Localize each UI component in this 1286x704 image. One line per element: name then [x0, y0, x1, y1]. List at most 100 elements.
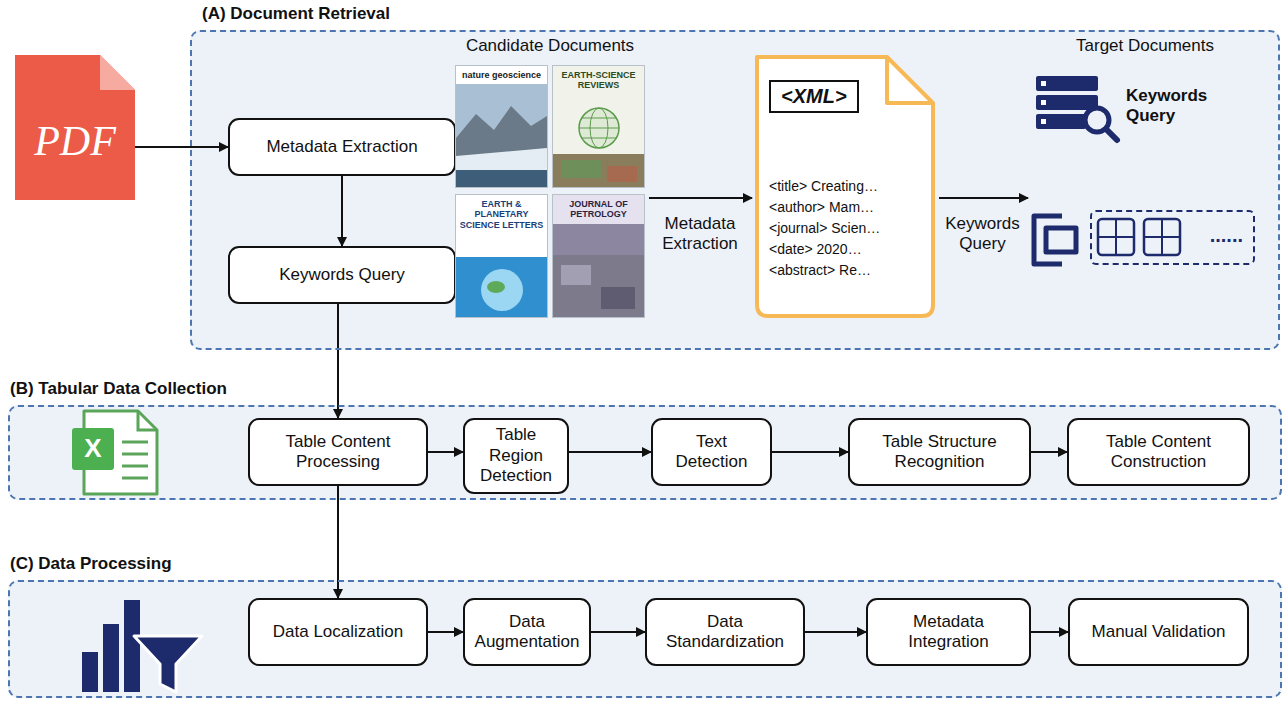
process-box: Keywords Query: [228, 246, 456, 304]
journal-title: JOURNAL OF PETROLOGY: [553, 195, 644, 224]
stage-panel: (B) Tabular Data CollectionTable Content…: [8, 405, 1282, 500]
table-icon: [1144, 219, 1180, 255]
process-box: Metadata Integration: [866, 598, 1031, 666]
stage-panel: (A) Document RetrievalMetadata Extractio…: [190, 30, 1280, 350]
spreadsheet-icon: [122, 477, 148, 480]
process-box: Data Standardization: [645, 598, 805, 666]
flow-connector: [428, 451, 463, 453]
cover-art: [456, 66, 547, 187]
process-label: Metadata Extraction: [266, 137, 417, 157]
process-box: Manual Validation: [1068, 598, 1249, 666]
process-label: Data Standardization: [655, 612, 795, 653]
panel-heading: (B) Tabular Data Collection: [10, 379, 227, 399]
xml-field: <abstract> Re…: [769, 261, 871, 279]
database-icon: [1036, 76, 1098, 91]
journal-title: EARTH-SCIENCE REVIEWS: [553, 66, 644, 95]
flow-arrow: [649, 197, 752, 199]
flow-connector: [428, 631, 463, 633]
cover-art: [553, 195, 644, 317]
xml-field: <journal> Scien…: [769, 219, 880, 237]
journal-cover: nature geoscience: [455, 65, 548, 188]
panel-heading: (C) Data Processing: [10, 554, 172, 574]
flow-connector: [805, 631, 866, 633]
table-group-box: ......: [1090, 210, 1255, 265]
process-label: Text Detection: [661, 432, 762, 473]
panel-ground: [8, 405, 1282, 500]
cover-art: [579, 108, 619, 148]
journal-title: EARTH & PLANETARY SCIENCE LETTERS: [456, 195, 547, 234]
processing-icon: [82, 652, 98, 692]
pdf-label: PDF: [34, 91, 116, 165]
database-icon: [1041, 100, 1046, 105]
database-icon: [1041, 81, 1046, 86]
xml-document: <title> Creating… <author> Mam… <journal> …: [755, 55, 935, 318]
flow-connector: [569, 451, 651, 453]
pdf-icon: PDF: [15, 55, 135, 200]
process-box: Data Augmentation: [463, 598, 591, 666]
process-label: Data Localization: [273, 622, 403, 642]
xml-field: <date> 2020…: [769, 240, 862, 258]
process-label: Data Augmentation: [473, 612, 581, 653]
arrow-label: Keywords Query: [935, 214, 1030, 255]
spreadsheet-icon: [122, 441, 148, 444]
journal-title: nature geoscience: [456, 66, 547, 84]
process-box: Text Detection: [651, 418, 772, 486]
process-label: Table Content Construction: [1077, 432, 1240, 473]
flow-connector: [772, 451, 848, 453]
cover-art: [553, 66, 644, 187]
cover-art: [561, 265, 591, 285]
process-label: Manual Validation: [1092, 622, 1226, 642]
ellipsis-text: ......: [1210, 224, 1243, 247]
icon-letter: X: [72, 428, 114, 470]
icon-caption: Keywords Query: [1126, 86, 1236, 127]
magnifier-icon: [1106, 129, 1117, 140]
process-box: Table Content Processing: [248, 418, 428, 486]
cover-art: [456, 195, 547, 317]
cover-art: [561, 160, 601, 178]
stage-panel: (C) Data ProcessingData LocalizationData…: [8, 580, 1282, 698]
panel-ground: [190, 30, 1280, 350]
process-box: Table Content Construction: [1067, 418, 1250, 486]
database-icon: [1041, 119, 1046, 124]
spreadsheet-icon: [122, 465, 148, 468]
pdf-fold: [100, 55, 135, 90]
xml-tag: <XML>: [781, 85, 847, 108]
document-outline: [757, 57, 933, 316]
journal-cover: EARTH-SCIENCE REVIEWS: [552, 65, 645, 188]
cover-art: [481, 269, 523, 311]
flow-connector: [591, 631, 645, 633]
cover-art: [456, 170, 547, 187]
xml-field: <author> Mam…: [769, 198, 874, 216]
database-icon: [1036, 114, 1086, 129]
cover-art: [456, 257, 547, 317]
processing-icon: [134, 636, 202, 692]
cover-art: [487, 281, 505, 293]
table-stack-icon: [1034, 216, 1076, 264]
panel-heading: (A) Document Retrieval: [202, 4, 390, 24]
process-label: Keywords Query: [279, 265, 405, 285]
flow-arrow: [939, 197, 1028, 199]
database-icon: [1036, 95, 1098, 110]
cover-art: [582, 118, 616, 119]
process-box: Table Region Detection: [463, 418, 569, 494]
flow-connector: [341, 176, 343, 246]
panel-ground: [8, 580, 1282, 698]
xml-field: <title> Creating…: [769, 177, 878, 195]
group-caption: Candidate Documents: [445, 36, 655, 56]
spreadsheet-icon: [122, 453, 148, 456]
xml-tag-box: <XML>: [769, 80, 859, 113]
arrow-label: Metadata Extraction: [648, 214, 752, 255]
table-icon: [1098, 219, 1134, 255]
process-box: Table Structure Recognition: [848, 418, 1031, 486]
journal-cover: EARTH & PLANETARY SCIENCE LETTERS: [455, 194, 548, 318]
cover-art: [553, 154, 644, 187]
process-box: Data Localization: [248, 598, 428, 666]
journal-cover: JOURNAL OF PETROLOGY: [552, 194, 645, 318]
process-label: Metadata Integration: [876, 612, 1021, 653]
cover-art: [579, 128, 619, 129]
cover-art: [582, 138, 616, 139]
process-label: Table Region Detection: [473, 425, 559, 486]
cover-art: [601, 287, 635, 309]
document-fold: [887, 57, 933, 103]
